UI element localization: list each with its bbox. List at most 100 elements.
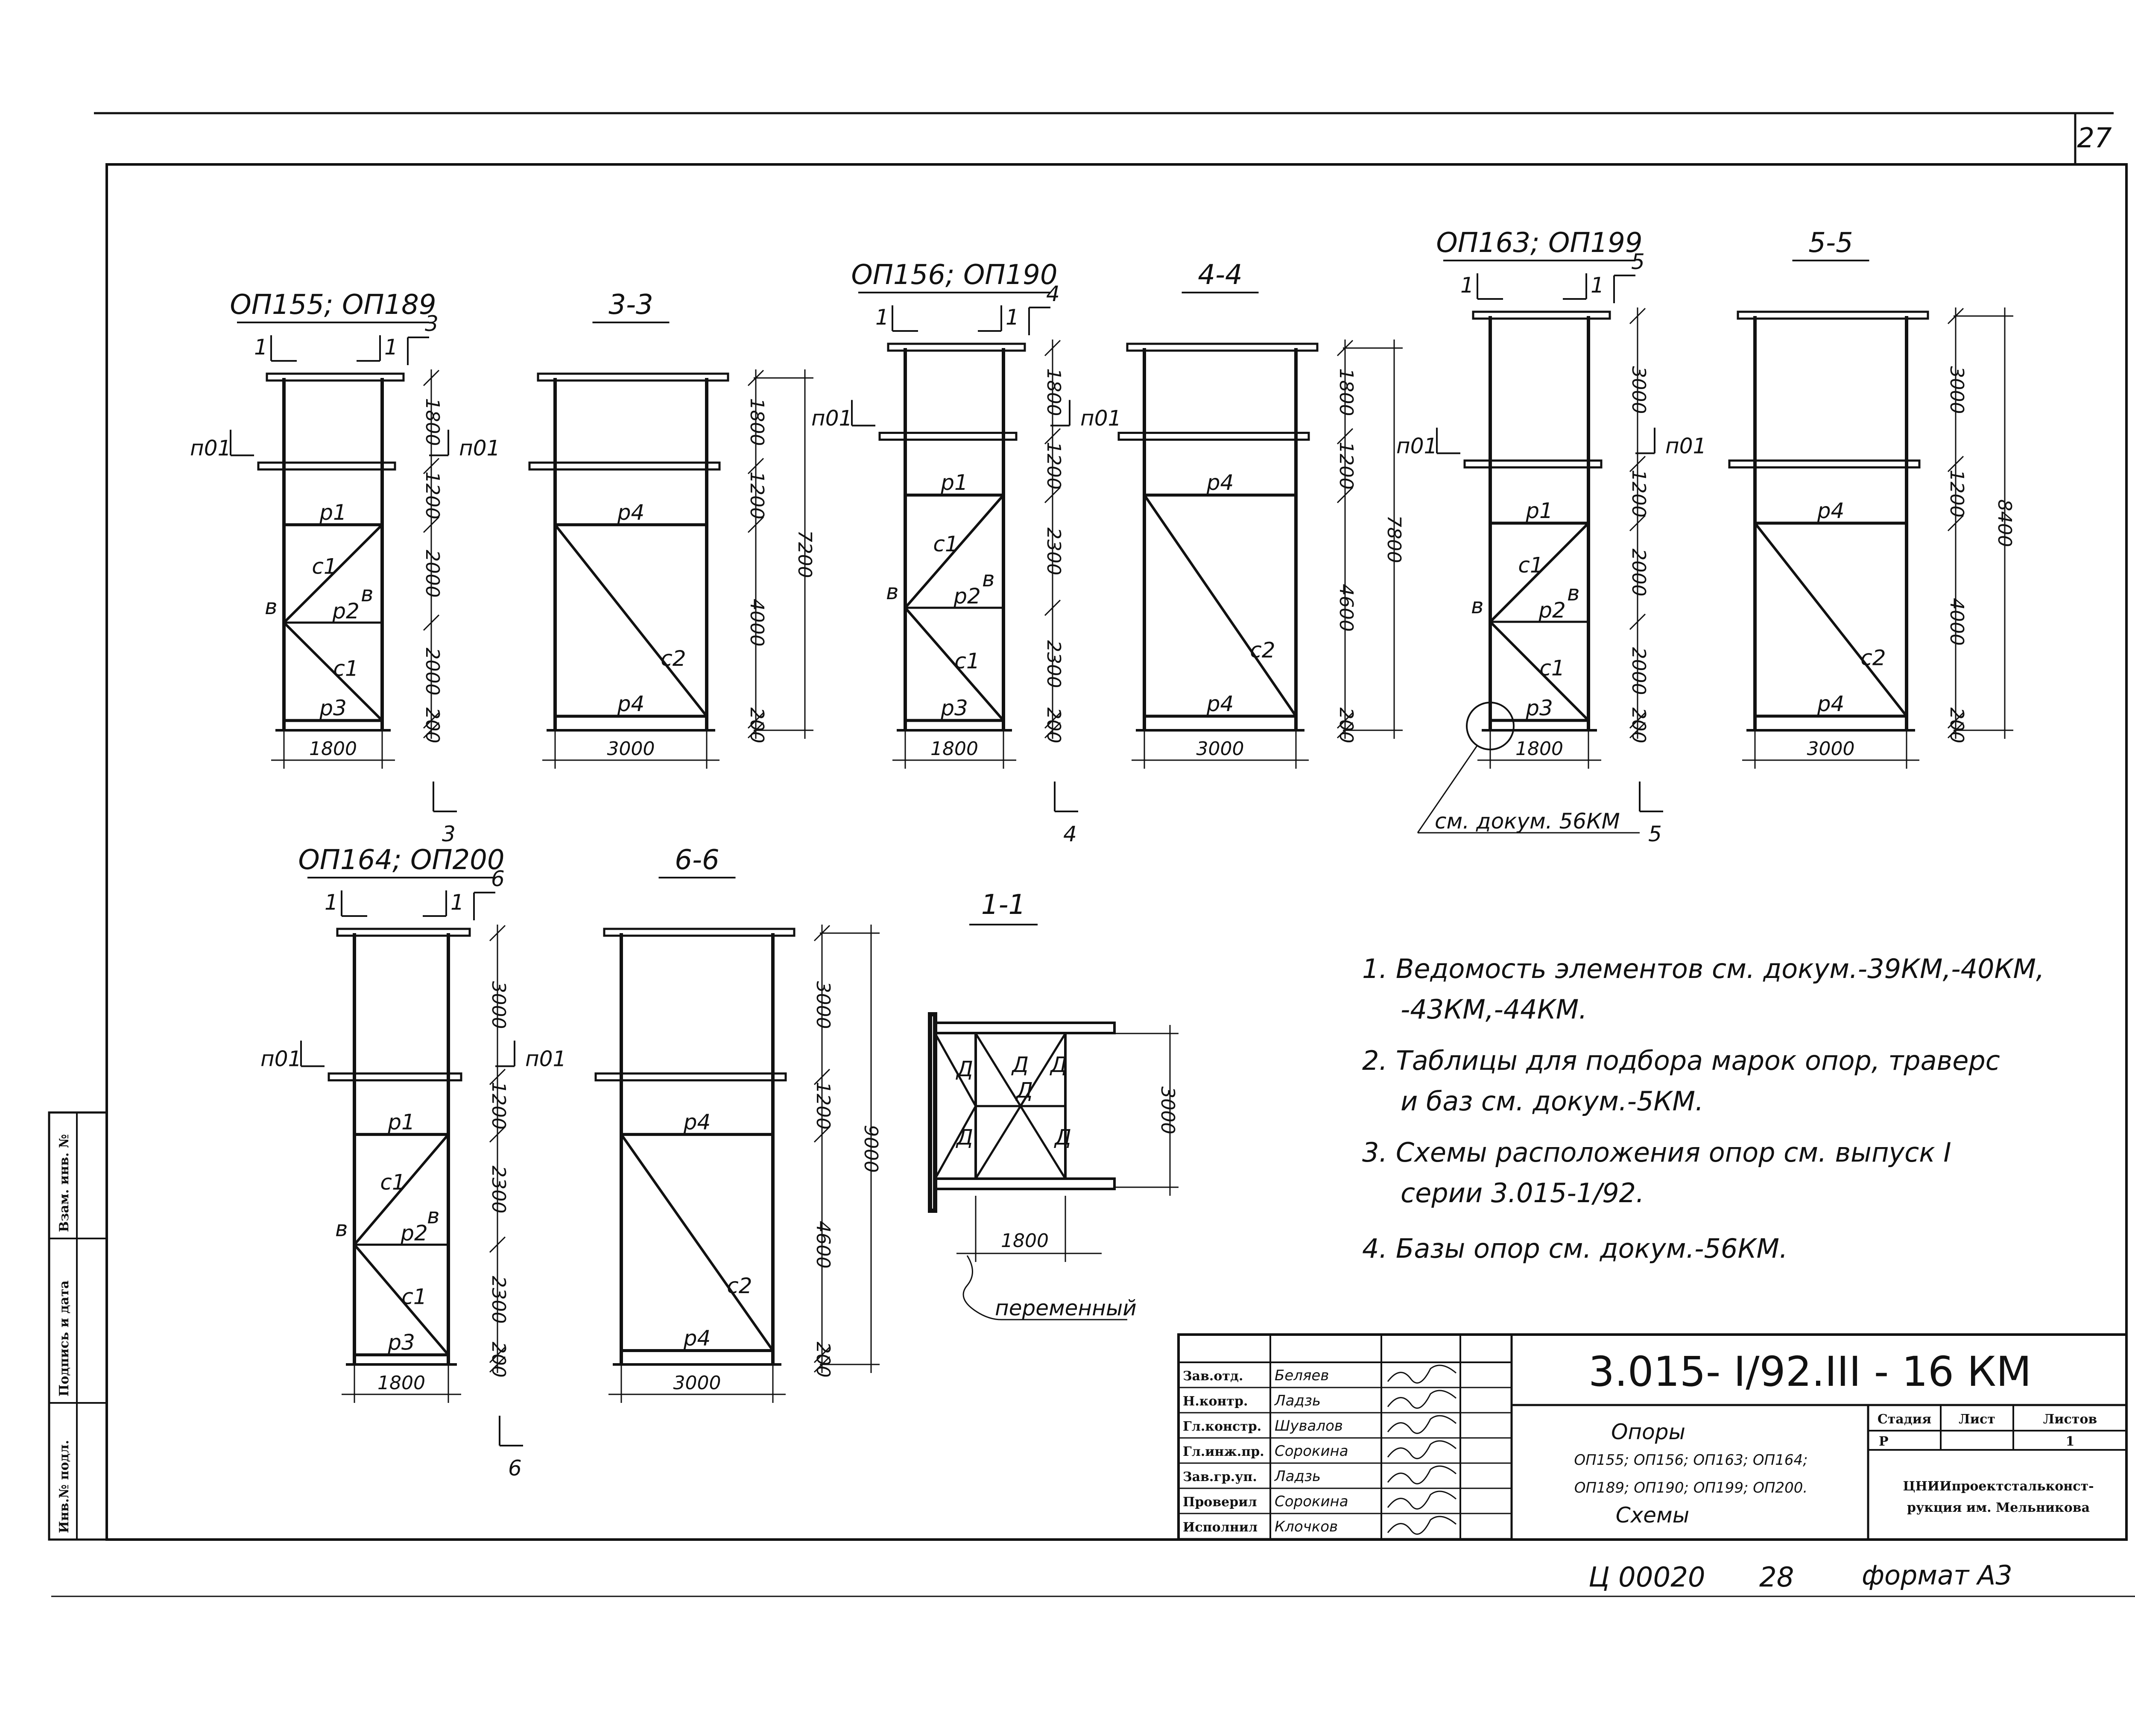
callout-text: см. докум. 56КМ bbox=[1435, 809, 1620, 834]
brace-p4-bottom-label: р4 bbox=[617, 691, 645, 716]
section-mark-right: 1 bbox=[384, 335, 398, 360]
cut-label-bottom: 6 bbox=[508, 1456, 522, 1481]
doc-name-line-4: Схемы bbox=[1616, 1503, 1689, 1528]
tb-name-3: Сорокина bbox=[1275, 1443, 1348, 1460]
tb-role-0: Зав.отд. bbox=[1183, 1369, 1243, 1384]
scheme-title: ОП156; ОП190 bbox=[851, 259, 1057, 291]
chain-dim-label-1: 1200 bbox=[1335, 442, 1357, 489]
chain-dim-label-2: 2000 bbox=[1628, 548, 1650, 596]
chain-dim-tick-1 bbox=[747, 458, 764, 474]
diagonal-c2-label: с2 bbox=[661, 646, 686, 671]
footer-format: формат А3 bbox=[1862, 1560, 2012, 1591]
scheme-title: ОП164; ОП200 bbox=[298, 844, 504, 876]
brace-p4-top-label: р4 bbox=[683, 1110, 711, 1134]
strut-p2-label: р2 bbox=[332, 599, 360, 624]
stage-value: Р bbox=[1879, 1434, 1889, 1449]
chain-dim-tick-3 bbox=[489, 1236, 506, 1253]
tb-signature-4 bbox=[1387, 1465, 1456, 1484]
footer-archive: Ц 00020 bbox=[1588, 1562, 1705, 1593]
chain-dim-label-0: 1800 bbox=[746, 398, 768, 446]
tb-role-6: Исполнил bbox=[1183, 1520, 1258, 1535]
tb-name-6: Клочков bbox=[1275, 1518, 1338, 1535]
chain-dim-label-2: 4600 bbox=[1335, 584, 1357, 632]
chain-dim-tick-3 bbox=[813, 1347, 831, 1363]
post-label-inner: в bbox=[361, 582, 373, 606]
plan-bottom-chord bbox=[934, 1177, 1116, 1190]
second-traverse bbox=[1463, 459, 1603, 468]
width-dim-label: 1800 bbox=[930, 738, 978, 760]
chain-dim-label-2: 4600 bbox=[812, 1221, 834, 1268]
second-traverse bbox=[528, 461, 721, 471]
tb-name-0: Беляев bbox=[1275, 1367, 1329, 1384]
strut-p3-label: р3 bbox=[387, 1330, 415, 1355]
chain-dim-tick-4 bbox=[489, 1347, 506, 1363]
tb-role-4: Зав.гр.уп. bbox=[1183, 1470, 1257, 1484]
chain-dim-tick-0 bbox=[813, 925, 831, 942]
sheets-header: Листов bbox=[2043, 1412, 2097, 1427]
chain-dim-tick-1 bbox=[1629, 456, 1646, 472]
diagonal-upper bbox=[1489, 522, 1590, 623]
tb-signature-2 bbox=[1387, 1415, 1456, 1434]
chain-dim-label-0: 1800 bbox=[421, 398, 443, 446]
chain-dim-label-3: 200 bbox=[1946, 707, 1968, 743]
chain-dim-tick-3 bbox=[1629, 613, 1646, 630]
post-label: в bbox=[335, 1216, 348, 1241]
diagonal-lower bbox=[1489, 621, 1590, 722]
diagonal-upper bbox=[353, 1133, 450, 1246]
chain-dim-tick-3 bbox=[423, 614, 440, 631]
sheet-header: Лист bbox=[1959, 1412, 1995, 1427]
width-dim-label: 3000 bbox=[607, 738, 655, 760]
chain-dim-label-2: 2300 bbox=[488, 1165, 509, 1213]
chain-dim-label-2: 2300 bbox=[1043, 527, 1065, 575]
chain-dim-tick-2 bbox=[489, 1126, 506, 1143]
chain-dim-tick-3 bbox=[1044, 600, 1061, 616]
plan-mark-5: Д bbox=[1015, 1078, 1033, 1103]
note-1-line-2: -43КМ,-44КМ. bbox=[1401, 994, 1587, 1025]
chain-dim-tick-2 bbox=[1629, 515, 1646, 532]
chain-dim-label-4: 200 bbox=[1043, 708, 1065, 744]
chain-dim-tick-4 bbox=[813, 1356, 831, 1373]
diag-lower-label: с1 bbox=[333, 656, 358, 681]
chain-dim-tick-0 bbox=[1337, 340, 1354, 357]
chain-dim-label-0: 3000 bbox=[488, 981, 509, 1029]
chain-dim-label-1: 1200 bbox=[1043, 442, 1065, 489]
chain-dim-tick-1 bbox=[1947, 456, 1964, 472]
top-traverse bbox=[887, 343, 1026, 352]
chain-dim-tick-2 bbox=[423, 516, 440, 533]
diag-lower-label: с1 bbox=[954, 649, 980, 673]
side-stamp-inv-label: Инв.№ подл. bbox=[57, 1440, 72, 1533]
brace-p4-bottom-label: р4 bbox=[683, 1326, 711, 1351]
general-notes: 1. Ведомость элементов см. докум.-39КМ,-… bbox=[1362, 953, 2044, 1264]
chain-dim-label-0: 1800 bbox=[1335, 368, 1357, 416]
chain-dim-tick-0 bbox=[489, 925, 506, 942]
title-block: Зав.отд.БеляевН.контр.ЛадзьГл.констр.Шув… bbox=[1177, 1333, 2128, 1541]
cut-label-bottom: 4 bbox=[1063, 822, 1077, 846]
plan-left-chord bbox=[928, 1012, 937, 1213]
scheme-title: ОП155; ОП189 bbox=[230, 289, 436, 321]
chain-dim-label-3: 2000 bbox=[1628, 647, 1650, 695]
position-mark-left: п01 bbox=[260, 1047, 301, 1071]
post-label: в bbox=[1471, 594, 1483, 618]
chain-dim-label-4: 200 bbox=[488, 1342, 509, 1378]
chain-dim-label-3: 200 bbox=[812, 1342, 834, 1378]
tb-name-2: Шувалов bbox=[1275, 1417, 1343, 1434]
sheet-frame bbox=[105, 163, 2128, 1541]
plan-mark-2: Д bbox=[956, 1125, 973, 1150]
brace-p4-bottom-label: р4 bbox=[1817, 691, 1845, 716]
chain-dim-label-3: 2300 bbox=[488, 1276, 509, 1324]
second-traverse bbox=[1728, 459, 1921, 468]
scheme-title: 3-3 bbox=[608, 289, 653, 321]
diagonal-upper bbox=[904, 494, 1005, 609]
chain-dim-label-1: 1200 bbox=[1946, 470, 1968, 518]
chain-dim-tick-1 bbox=[423, 458, 440, 474]
chain-dim-label-1: 1200 bbox=[421, 471, 443, 519]
chain-dim-tick-5 bbox=[1629, 722, 1646, 739]
chain-dim-tick-3 bbox=[1947, 712, 1964, 729]
post-label: в bbox=[265, 594, 277, 619]
